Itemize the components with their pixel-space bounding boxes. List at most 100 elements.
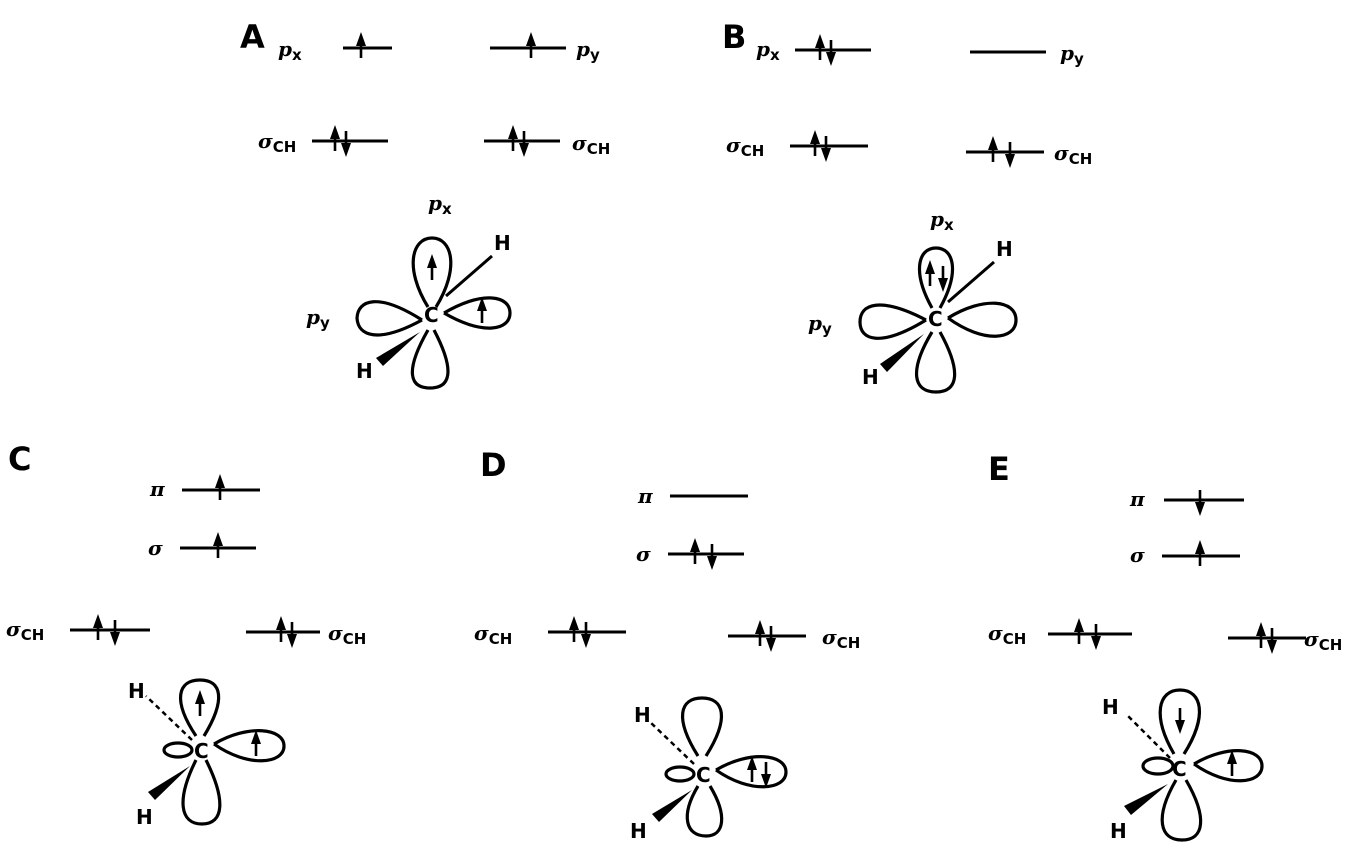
panel-b-left-lobe [858,303,927,340]
panel-b-molecule: px py C H H [808,207,1018,394]
panel-b-sigma-right-up [986,134,1000,164]
panel-c-molecule: C H H [128,678,286,829]
panel-c-sigma-right-up [274,614,288,644]
panel-a-px-label: px [278,37,302,64]
panel-b-py-side-label: py [808,311,832,338]
panel-b-bottom-lobe [915,331,957,394]
panel-d-sigma-left-up [567,614,581,644]
panel-b-ch-bond-up [947,260,995,304]
panel-a-top-lobe-electron [425,252,439,282]
panel-a-py-electron [524,30,538,60]
panel-a-py-label: py [576,37,600,64]
panel-a-h-bottom: H [356,359,373,383]
panel-a-sigma-ch-left-label: σCH [258,129,296,156]
panel-d-sigma-ch-left-label: σCH [474,621,512,648]
panel-b-py-label: py [1060,41,1084,68]
panel-d-pi-label: π [637,484,653,508]
panel-b-top-lobe [917,246,955,309]
panel-a-ch-bond-up [445,254,493,298]
panel-a-bottom-lobe [410,329,450,390]
panel-b-h-bottom: H [862,365,879,389]
panel-c-sigma-electron [211,530,225,560]
panel-b-px-label: px [756,37,780,64]
panel-a-px-top-label: px [428,191,452,218]
panel-d-right-lobe [715,755,788,789]
panel-d-sigma-label: σ [636,542,651,566]
panel-b: B px py σCH σCH px py C H H [722,18,1092,394]
panel-c-wedge-bond [148,766,190,800]
panel-b-carbon: C [928,307,943,331]
panel-c-right-lobe-electron [249,728,263,758]
panel-b-wedge-bond [880,334,924,372]
panel-b-top-lobe-down [936,264,950,294]
panel-d: D π σ σCH σCH C H H [474,446,860,843]
panel-c-sigma-left-up [91,612,105,642]
panel-b-px-up [813,32,827,62]
panel-c-top-lobe [179,678,221,737]
panel-a-right-lobe [443,296,512,330]
panel-d-right-lobe-down [759,760,773,790]
panel-d-small-lobe [664,765,696,783]
panel-b-sigma-right-down [1003,140,1017,170]
panel-e-dashed-bond [1125,713,1171,759]
panel-d-sigma-up [688,536,702,566]
panel-e-sigma-left-up [1072,616,1086,646]
panel-d-sigma-right-up [753,618,767,648]
panel-e-wedge-bond [1124,784,1168,815]
panel-e-top-lobe [1158,688,1201,755]
panel-d-sigma-right-down [764,624,778,654]
panel-a-carbon: C [424,303,439,327]
panel-d-right-lobe-up [745,754,759,784]
panel-c-pi-electron [213,472,227,502]
panel-c: C π σ σCH σCH C H H [6,440,366,829]
panel-a-label: A [240,18,265,56]
panel-e-sigma-right-down [1265,626,1279,656]
panel-a-wedge-bond [376,332,420,366]
panel-a-sigma-ch-right-label: σCH [572,131,610,158]
panel-e-sigma-ch-right-label: σCH [1304,627,1342,654]
panel-a-py-side-label: py [306,305,330,332]
panel-a-sigma-left-up [328,123,342,153]
panel-a-sigma-right-down [517,129,531,159]
panel-b-sigma-ch-right-label: σCH [1054,141,1092,168]
panel-d-label: D [480,446,507,484]
panel-e-carbon: C [1172,757,1187,781]
panel-c-dashed-bond [145,695,193,741]
panel-a-sigma-left-down [339,129,353,159]
panel-e-right-lobe-electron [1225,748,1239,778]
panel-d-molecule: C H H [630,696,788,843]
panel-c-bottom-lobe [181,759,222,826]
panel-c-h-top: H [128,679,145,703]
panel-b-sigma-left-down [819,134,833,164]
panel-e-h-bottom: H [1110,819,1127,843]
panel-d-sigma-ch-right-label: σCH [822,625,860,652]
panel-c-label: C [8,440,31,478]
panel-e-sigma-left-down [1089,622,1103,652]
panel-c-right-lobe [213,729,286,763]
panel-e-label: E [988,450,1010,488]
panel-c-pi-label: π [149,477,165,501]
panel-c-sigma-label: σ [148,536,163,560]
panel-e-small-lobe [1141,756,1175,776]
panel-c-sigma-right-down [285,620,299,650]
panel-a-px-electron [354,30,368,60]
panel-d-bottom-lobe [685,785,724,838]
panel-b-right-lobe [947,301,1018,338]
panel-d-top-lobe [681,696,723,757]
panel-b-label: B [722,18,746,56]
panel-d-wedge-bond [652,790,692,822]
panel-a-right-lobe-electron [475,295,489,325]
panel-a-molecule: px py C H H [306,191,512,390]
panel-d-sigma-down [705,542,719,572]
panel-d-h-top: H [634,703,651,727]
panel-e-pi-label: π [1129,487,1145,511]
panel-b-sigma-ch-left-label: σCH [726,133,764,160]
panel-a-top-lobe [411,236,453,308]
panel-c-sigma-ch-right-label: σCH [328,621,366,648]
panel-d-h-bottom: H [630,819,647,843]
panel-b-sigma-left-up [808,128,822,158]
panel-c-h-bottom: H [136,805,153,829]
panel-e: E π σ σCH σCH C H H [988,450,1342,843]
panel-b-h-top: H [996,237,1013,261]
panel-e-h-top: H [1102,695,1119,719]
